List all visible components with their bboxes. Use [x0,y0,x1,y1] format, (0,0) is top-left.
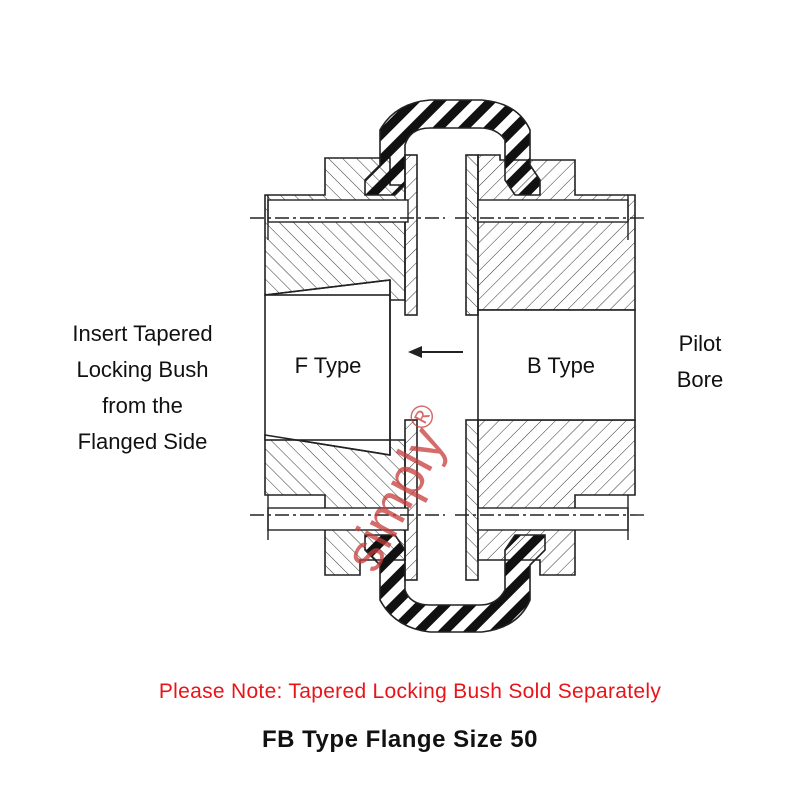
center-plates [404,154,479,581]
direction-arrow [408,346,463,358]
left-label-line: Insert Tapered [72,321,213,346]
insert-tapered-label: Insert Tapered Locking Bush from the Fla… [40,316,245,460]
right-label-line: Pilot [678,331,722,356]
tyre-top [364,99,541,196]
left-label-line: Flanged Side [77,429,208,454]
b-type-label: B Type [527,353,595,378]
left-label-line: from the [102,393,183,418]
tyre-bottom [364,534,546,633]
sold-separately-note: Please Note: Tapered Locking Bush Sold S… [158,680,662,703]
bolts [250,195,645,540]
diagram-title: FB Type Flange Size 50 [262,726,538,753]
right-label-line: Bore [676,367,724,392]
f-type-label: F Type [295,353,362,378]
pilot-bore-label: Pilot Bore [650,326,750,398]
left-label-line: Locking Bush [76,357,209,382]
